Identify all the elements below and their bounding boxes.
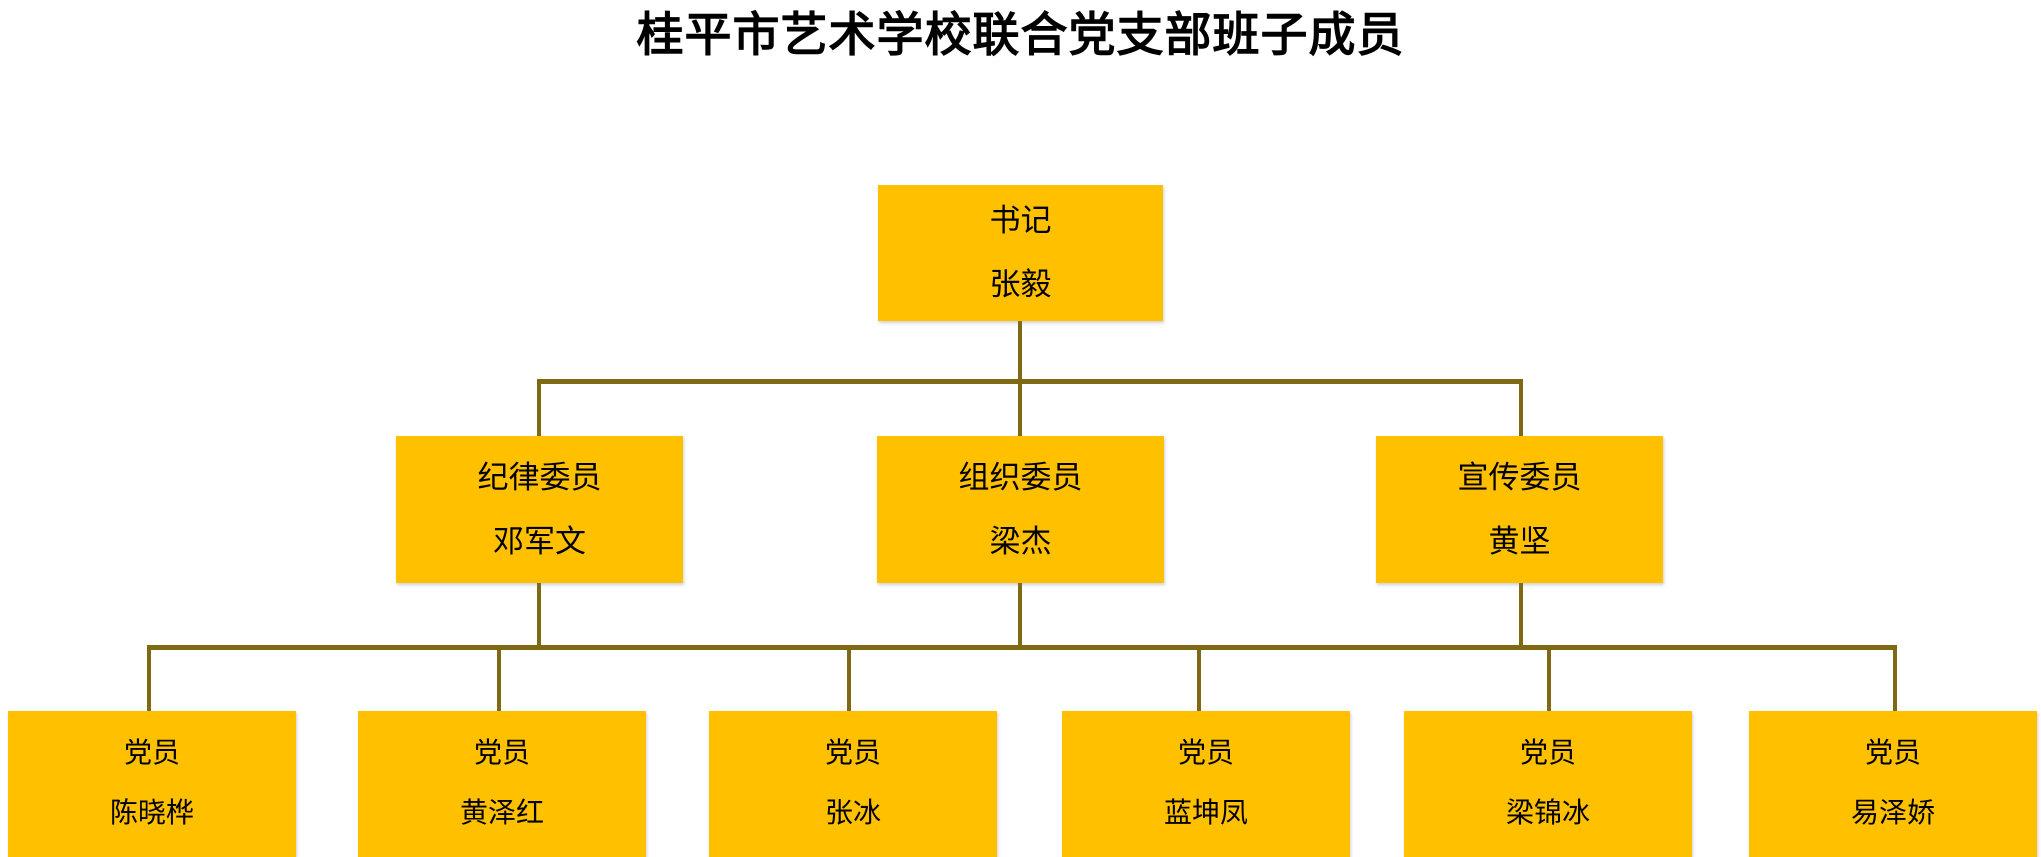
org-node-name: 张冰 [824, 798, 881, 829]
org-node-name: 邓军文 [493, 523, 586, 559]
connector-stem-level2-1 [537, 582, 541, 648]
org-node-discipline-officer[interactable]: 纪律委员 邓军文 [396, 436, 683, 583]
org-node-name: 张毅 [989, 267, 1052, 302]
org-node-name: 梁锦冰 [1505, 798, 1590, 829]
connector-drop-level3-3 [847, 645, 851, 712]
connector-drop-level3-2 [497, 645, 501, 712]
org-node-party-member-2[interactable]: 党员 黄泽红 [358, 711, 646, 857]
connector-drop-level3-4 [1197, 645, 1201, 712]
connector-drop-level3-1 [147, 645, 151, 712]
org-node-role: 组织委员 [958, 459, 1083, 495]
org-node-role: 书记 [989, 203, 1052, 238]
org-node-role: 党员 [123, 738, 180, 769]
org-node-party-member-1[interactable]: 党员 陈晓桦 [8, 711, 296, 857]
connector-drop-level2-3 [1519, 379, 1523, 437]
connector-root-stem [1018, 320, 1022, 381]
org-node-role: 纪律委员 [477, 459, 602, 495]
org-node-propaganda-officer[interactable]: 宣传委员 黄坚 [1376, 436, 1663, 583]
org-node-secretary[interactable]: 书记 张毅 [878, 185, 1163, 321]
org-node-role: 党员 [1864, 738, 1921, 769]
org-node-party-member-3[interactable]: 党员 张冰 [709, 711, 997, 857]
connector-level2-bus [537, 379, 1523, 384]
connector-drop-level2-2 [1018, 379, 1022, 437]
connector-stem-level2-3 [1519, 582, 1523, 648]
connector-drop-level3-6 [1893, 645, 1897, 712]
connector-drop-level3-5 [1547, 645, 1551, 712]
org-node-role: 党员 [824, 738, 881, 769]
org-node-name: 易泽娇 [1850, 798, 1935, 829]
org-node-name: 梁杰 [989, 523, 1052, 559]
org-node-party-member-6[interactable]: 党员 易泽娇 [1749, 711, 2037, 857]
org-node-name: 黄坚 [1488, 523, 1551, 559]
connector-stem-level2-2 [1018, 582, 1022, 648]
org-node-party-member-5[interactable]: 党员 梁锦冰 [1404, 711, 1692, 857]
org-node-organization-officer[interactable]: 组织委员 梁杰 [877, 436, 1164, 583]
org-node-party-member-4[interactable]: 党员 蓝坤凤 [1062, 711, 1350, 857]
org-node-role: 宣传委员 [1457, 459, 1582, 495]
page-title: 桂平市艺术学校联合党支部班子成员 [636, 8, 1405, 61]
connector-level3-bus [147, 645, 1893, 650]
org-node-role: 党员 [1177, 738, 1234, 769]
org-node-role: 党员 [1519, 738, 1576, 769]
org-node-role: 党员 [473, 738, 530, 769]
org-node-name: 陈晓桦 [109, 798, 194, 829]
connector-drop-level2-1 [537, 379, 541, 437]
org-node-name: 黄泽红 [459, 798, 544, 829]
org-node-name: 蓝坤凤 [1163, 798, 1248, 829]
